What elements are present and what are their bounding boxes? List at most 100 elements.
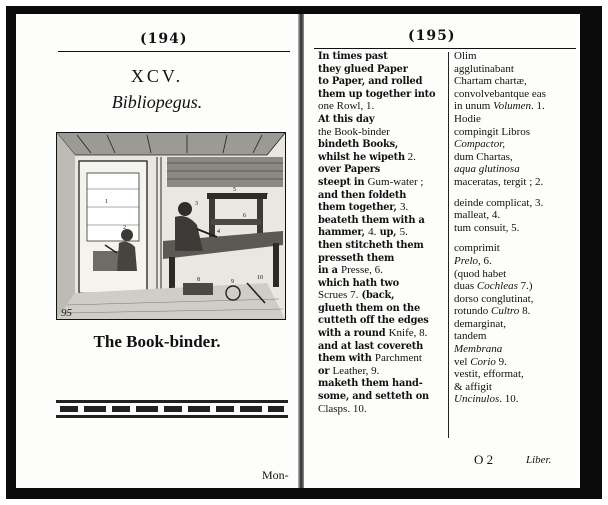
english-line: then stitcheth them	[318, 239, 458, 252]
english-line-segment: maketh them hand-	[318, 378, 423, 390]
left-catchword: Mon-	[262, 468, 289, 482]
latin-line-segment: compingit Libros	[454, 125, 531, 138]
plate-label: 7	[265, 193, 268, 199]
left-page-number: (194)	[140, 31, 188, 47]
english-line: to Paper, and rolled	[318, 75, 458, 88]
english-line-segment: 2.	[404, 150, 416, 163]
latin-line: Hodie	[454, 113, 574, 126]
latin-line-segment: aqua glutinosa	[454, 163, 520, 176]
latin-line-segment: Corio	[470, 355, 496, 368]
english-line-segment: glueth them on the	[318, 302, 420, 314]
latin-line: (quod habet	[454, 268, 574, 281]
latin-line: malleat, 4.	[454, 209, 574, 222]
english-title: The Book-binder.	[93, 332, 221, 351]
english-line-segment: Gum-water ;	[367, 175, 424, 188]
english-line: cutteth off the edges	[318, 314, 458, 327]
english-line-segment: Parchment	[374, 352, 422, 365]
latin-line-segment: vel	[454, 355, 471, 368]
latin-line: & affigit	[454, 381, 574, 394]
latin-line-segment: in unum	[454, 100, 494, 113]
plate-label: 6	[243, 213, 246, 219]
plate-label: 1	[105, 199, 108, 205]
header-rule	[58, 51, 290, 52]
latin-line: Olim	[454, 50, 574, 63]
right-catchword: Liber.	[526, 454, 552, 466]
english-line-segment: cutteth off the edges	[318, 315, 429, 327]
latin-line: deinde complicat, 3.	[454, 197, 574, 210]
latin-line: vel Corio 9.	[454, 356, 574, 369]
latin-line	[454, 234, 574, 242]
english-line-segment: beateth them with a	[318, 214, 425, 226]
latin-line-segment: 9.	[495, 355, 507, 368]
plate-label: 3	[195, 201, 198, 207]
latin-line: dorso conglutinat,	[454, 293, 574, 306]
english-line: Clasps. 10.	[318, 403, 458, 416]
english-line: them up together into	[318, 88, 458, 101]
english-line-segment: steept in	[318, 176, 368, 188]
english-line: one Rowl, 1.	[318, 100, 458, 113]
latin-line-segment: vestit, efformat,	[454, 368, 524, 381]
english-line-segment: Clasps. 10.	[318, 402, 367, 415]
bookbinder-workshop-engraving: 95 1 2 3 4 5 6 7 8 9 10	[56, 132, 286, 319]
english-line-segment: 3.	[399, 201, 409, 214]
english-line: which hath two	[318, 277, 458, 290]
english-line-segment: whilst he wipeth	[318, 151, 405, 163]
english-line: in a Presse, 6.	[318, 264, 458, 277]
english-line: glueth them on the	[318, 302, 458, 315]
english-line-segment: over Papers	[318, 164, 381, 176]
latin-line-segment: malleat, 4.	[454, 209, 501, 222]
latin-line: Compactor,	[454, 138, 574, 151]
right-page-number: (195)	[408, 28, 456, 44]
chapter-number: XCV.	[130, 66, 184, 86]
english-line-segment: At this day	[318, 113, 375, 125]
english-line: or Leather, 9.	[318, 365, 458, 378]
latin-line: dum Chartas,	[454, 151, 574, 164]
latin-line-segment: Olim	[454, 50, 477, 62]
english-line: and then foldeth	[318, 189, 458, 202]
english-line-segment: some, and setteth on	[318, 391, 429, 403]
english-line: them together, 3.	[318, 201, 458, 214]
latin-line: aqua glutinosa	[454, 163, 574, 176]
latin-line: Membrana	[454, 343, 574, 356]
latin-line-segment: Hodie	[454, 112, 481, 125]
latin-line-segment: agglutinabant	[454, 62, 514, 75]
latin-line-segment: convolvebantque eas	[454, 87, 546, 100]
latin-line-segment: . 1.	[531, 100, 545, 113]
english-line-segment: one Rowl, 1.	[318, 100, 375, 113]
latin-title: Bibliopegus.	[111, 92, 203, 112]
latin-line: demarginat,	[454, 318, 574, 331]
latin-line-segment: 8.	[519, 305, 531, 318]
english-line-segment: Scrues 7.	[318, 289, 359, 302]
plate-label: 4	[217, 229, 220, 235]
latin-line-segment: dorso conglutinat,	[454, 292, 534, 305]
english-line-segment: bindeth Books,	[318, 139, 399, 151]
latin-line-segment: tum consuit, 5.	[454, 221, 520, 234]
english-line-segment: them up together into	[318, 88, 436, 100]
english-line: over Papers	[318, 163, 458, 176]
english-line-segment: (back,	[358, 290, 395, 302]
plate-label: 8	[197, 277, 200, 283]
latin-line: convolvebantque eas	[454, 88, 574, 101]
latin-line-segment: Membrana	[454, 343, 503, 356]
english-line: In times past	[318, 50, 458, 63]
latin-line: in unum Volumen. 1.	[454, 100, 574, 113]
latin-line-segment: demarginat,	[454, 317, 507, 330]
plate-label: 10	[257, 275, 263, 281]
english-line: some, and setteth on	[318, 390, 458, 403]
latin-line: Uncinulos. 10.	[454, 393, 574, 406]
english-line-segment: the Book-binder	[318, 125, 390, 138]
english-line: Scrues 7. (back,	[318, 289, 458, 302]
header-rule	[314, 48, 576, 49]
latin-line-segment: , 6.	[478, 254, 492, 267]
english-line: whilst he wipeth 2.	[318, 151, 458, 164]
english-line-segment: presseth them	[318, 252, 395, 264]
english-line: and at last covereth	[318, 340, 458, 353]
latin-line-segment: maceratas, tergit ; 2.	[454, 175, 544, 188]
english-line: steept in Gum-water ;	[318, 176, 458, 189]
latin-line-segment: tandem	[454, 330, 487, 343]
latin-line: duas Cochleas 7.)	[454, 280, 574, 293]
latin-line-segment: & affigit	[454, 380, 492, 393]
